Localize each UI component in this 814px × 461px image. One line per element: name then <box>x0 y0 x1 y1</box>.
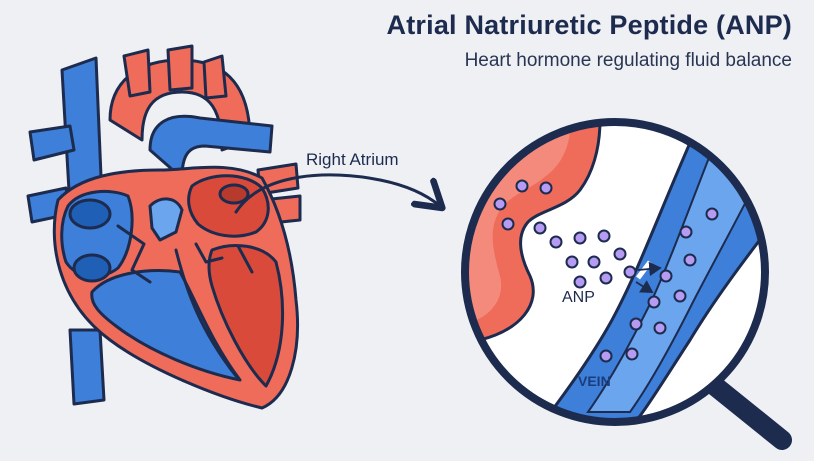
anp-molecule-dot <box>515 179 529 193</box>
anp-molecule-dot <box>539 181 553 195</box>
septum-line <box>174 248 238 378</box>
anp-molecule-dot <box>565 255 579 269</box>
magnifying-glass-icon <box>461 118 792 450</box>
anp-molecule-dot <box>705 207 719 221</box>
anp-molecule-dot <box>597 229 611 243</box>
pulmonary-trunk <box>148 114 274 180</box>
aorta-branch-2 <box>166 44 194 92</box>
anp-molecule-dot <box>623 265 637 279</box>
anp-molecule-dot <box>573 231 587 245</box>
anp-molecule-dot <box>587 255 601 269</box>
anp-molecule-dot <box>573 275 587 289</box>
mitral-valve <box>194 242 224 264</box>
entry-arrow <box>635 280 654 293</box>
right-atrium-label: Right Atrium <box>306 150 399 169</box>
magnifier-handle <box>700 372 792 450</box>
pulmonary-artery-branch <box>28 124 76 162</box>
aorta-branch-1 <box>122 48 152 98</box>
anp-molecule-dot <box>501 217 515 231</box>
anp-molecule-dot <box>673 289 687 303</box>
anp-molecule-dot <box>599 349 613 363</box>
vein-lumen <box>586 149 765 413</box>
vena-cava-opening <box>72 253 112 283</box>
anp-molecule-dot <box>625 347 639 361</box>
diagram-title: Atrial Natriuretic Peptide (ANP) <box>386 10 792 40</box>
papillary-muscle <box>236 244 254 274</box>
anp-molecules-atrium <box>493 179 553 235</box>
anp-label: ANP <box>562 289 595 306</box>
anp-molecule-dot <box>647 295 661 309</box>
anp-molecule-dot <box>493 197 507 211</box>
magnifier-lens-rim <box>461 118 769 426</box>
pulmonary-vein-opening <box>218 183 250 205</box>
inferior-vena-cava <box>68 328 106 406</box>
aortic-valve <box>148 197 184 242</box>
entry-arrow <box>637 261 662 277</box>
anp-molecule-dot <box>629 317 643 331</box>
tricuspid-valve <box>116 224 152 284</box>
anp-molecule-dot <box>683 253 697 267</box>
curved-arrow-icon <box>234 173 440 214</box>
aorta-branch-3 <box>202 54 228 100</box>
atrium-opening <box>68 198 112 230</box>
anp-molecule-dot <box>599 271 613 285</box>
anp-molecule-dot <box>679 225 693 239</box>
anp-molecules-released <box>549 229 637 289</box>
heart-illustration <box>26 44 302 410</box>
lens-content <box>465 122 765 422</box>
anp-molecules-vein <box>599 207 719 363</box>
right-ventricle-chamber <box>90 269 242 382</box>
anp-molecule-dot <box>653 321 667 335</box>
anp-molecule-dot <box>549 235 563 249</box>
diagram-subtitle: Heart hormone regulating fluid balance <box>464 50 792 71</box>
anp-molecule-dot <box>613 247 627 261</box>
anp-molecule-dot <box>533 221 547 235</box>
anp-molecule-dot <box>659 269 673 283</box>
left-ventricle-chamber <box>207 244 285 388</box>
vein-label: VEIN <box>578 373 611 389</box>
